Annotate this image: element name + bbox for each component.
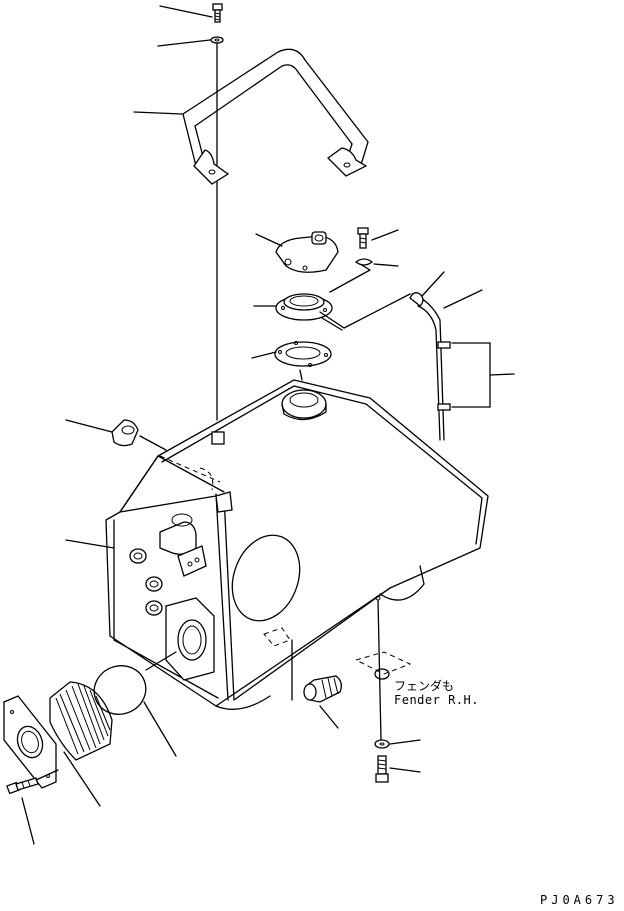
leader-fender-bolt xyxy=(389,767,421,773)
leader-tank xyxy=(65,539,115,549)
leader-drain-plug xyxy=(319,705,339,729)
leader-cap-bolt xyxy=(371,229,399,241)
cap-strap xyxy=(329,263,371,293)
cap-washer xyxy=(354,258,374,266)
fender-note-jp: フェンダも xyxy=(394,678,454,693)
top-washer xyxy=(210,36,224,44)
breather-pipe xyxy=(409,292,451,441)
drain-plug xyxy=(303,675,342,703)
leader-handle xyxy=(133,111,183,115)
fuel-tank xyxy=(105,379,489,710)
grab-handle xyxy=(182,48,369,185)
strainer-bolt xyxy=(6,777,39,795)
clip-bracket-leader xyxy=(451,342,515,408)
drawing-code: PJ0A673 xyxy=(540,893,619,907)
leader-washer xyxy=(157,39,211,47)
fender-washer xyxy=(374,739,390,749)
leader-breather xyxy=(421,271,445,297)
leader-cap-washer xyxy=(373,263,399,267)
filler-neck xyxy=(275,293,345,331)
gasket xyxy=(274,341,332,367)
disc-axis-line xyxy=(145,651,177,671)
fender-bolt-axis xyxy=(377,599,382,741)
fender-bolt xyxy=(375,755,389,783)
leader-fender-washer xyxy=(389,739,421,745)
leader-disc xyxy=(143,701,177,757)
leader-cap xyxy=(255,233,283,247)
leader-gasket xyxy=(251,351,277,359)
leader-strainer-bolt xyxy=(21,797,35,845)
strainer-bolt-axis xyxy=(35,769,59,781)
gasket-drop-line xyxy=(299,369,303,381)
grommet-axis xyxy=(139,435,167,451)
cap-chain xyxy=(343,293,411,329)
leader-bolt xyxy=(159,5,213,18)
top-grommet xyxy=(111,419,139,447)
leader-grommet xyxy=(65,419,113,433)
cap-bolt xyxy=(357,227,369,249)
o-ring-disc xyxy=(93,665,147,715)
top-bolt xyxy=(212,3,223,23)
filler-cap xyxy=(275,231,339,273)
strainer xyxy=(3,681,113,789)
leader-strainer xyxy=(63,751,101,807)
fender-bracket xyxy=(354,595,412,680)
fender-note-en: Fender R.H. xyxy=(394,693,479,707)
leader-pipe xyxy=(443,289,483,309)
